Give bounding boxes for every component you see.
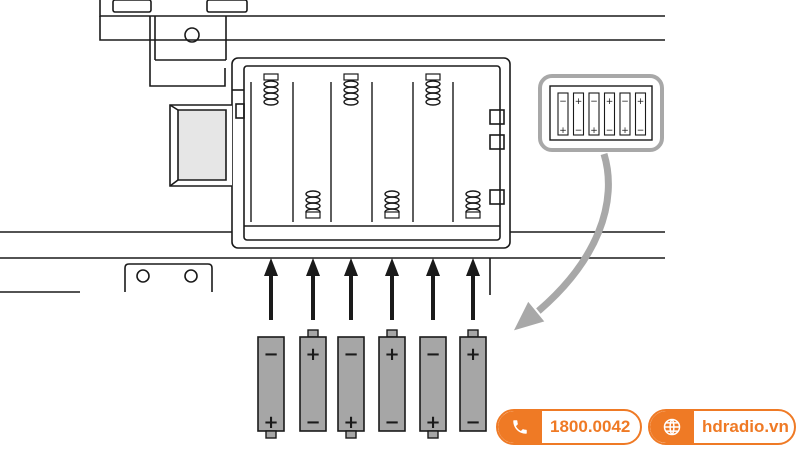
mini-top-polarity: − (590, 97, 598, 107)
battery-bottom-polarity: + (263, 412, 278, 433)
screw-hole-right (184, 269, 198, 283)
device-body (0, 0, 665, 295)
battery-bottom-polarity: + (343, 412, 358, 433)
callout-arrow (527, 152, 612, 321)
battery-top-polarity: − (343, 344, 358, 365)
mini-bottom-polarity: − (606, 126, 614, 136)
battery-slots (250, 73, 481, 222)
globe-icon (650, 411, 694, 443)
insert-arrow (344, 258, 358, 320)
mini-battery: +− (572, 92, 585, 136)
insert-arrow (385, 258, 399, 320)
mini-top-polarity: + (637, 97, 645, 107)
phone-icon (498, 411, 542, 443)
spring-contact (425, 80, 441, 106)
insert-arrow (466, 258, 480, 320)
battery-bottom-polarity: + (425, 412, 440, 433)
terminal-plate (465, 211, 481, 219)
battery: −+ (337, 336, 365, 439)
mini-top-polarity: − (621, 97, 629, 107)
terminal-plate (343, 73, 359, 81)
insert-arrow (306, 258, 320, 320)
battery-top-polarity: − (263, 344, 278, 365)
hotline-number: 1800.0042 (550, 417, 631, 436)
mini-bottom-polarity: + (559, 126, 567, 136)
screw-hole-top (184, 27, 200, 43)
battery-top-polarity: + (384, 344, 399, 365)
website-url: hdradio.vn (702, 417, 789, 436)
battery-bottom-polarity: − (465, 412, 480, 433)
mini-top-polarity: + (575, 97, 583, 107)
website-badge[interactable]: hdradio.vn (648, 409, 796, 445)
insert-arrow (426, 258, 440, 320)
mini-top-polarity: − (559, 97, 567, 107)
mini-bottom-polarity: − (637, 126, 645, 136)
battery-top-polarity: + (465, 344, 480, 365)
mini-battery: +− (603, 92, 616, 136)
insertion-arrows (264, 258, 480, 320)
battery: +− (459, 329, 487, 433)
mini-bottom-polarity: + (590, 126, 598, 136)
terminal-plate (263, 73, 279, 81)
terminal-plate (425, 73, 441, 81)
battery-bottom-polarity: − (305, 412, 320, 433)
battery-compartment (169, 57, 511, 249)
insert-arrow (264, 258, 278, 320)
battery: −+ (257, 336, 285, 439)
battery: +− (378, 329, 406, 433)
mini-bottom-polarity: + (621, 126, 629, 136)
mini-battery: −+ (588, 92, 600, 136)
spring-contact (343, 80, 359, 106)
spring-contact (263, 80, 279, 106)
polarity-callout: −++−−++−−++− (510, 74, 664, 334)
mini-battery: +− (634, 92, 647, 136)
battery-bottom-polarity: − (384, 412, 399, 433)
battery: −+ (419, 336, 447, 439)
mini-battery: −+ (619, 92, 631, 136)
battery-top-polarity: + (305, 344, 320, 365)
terminal-plate (305, 211, 321, 219)
hotline-badge[interactable]: 1800.0042 (496, 409, 642, 445)
battery-top-polarity: − (425, 344, 440, 365)
battery: +− (299, 329, 327, 433)
mini-battery: −+ (557, 92, 569, 136)
battery-row: −++−−++−−++− (257, 329, 487, 439)
screw-hole-left (136, 269, 150, 283)
mini-top-polarity: + (606, 97, 614, 107)
terminal-plate (384, 211, 400, 219)
mini-bottom-polarity: − (575, 126, 583, 136)
